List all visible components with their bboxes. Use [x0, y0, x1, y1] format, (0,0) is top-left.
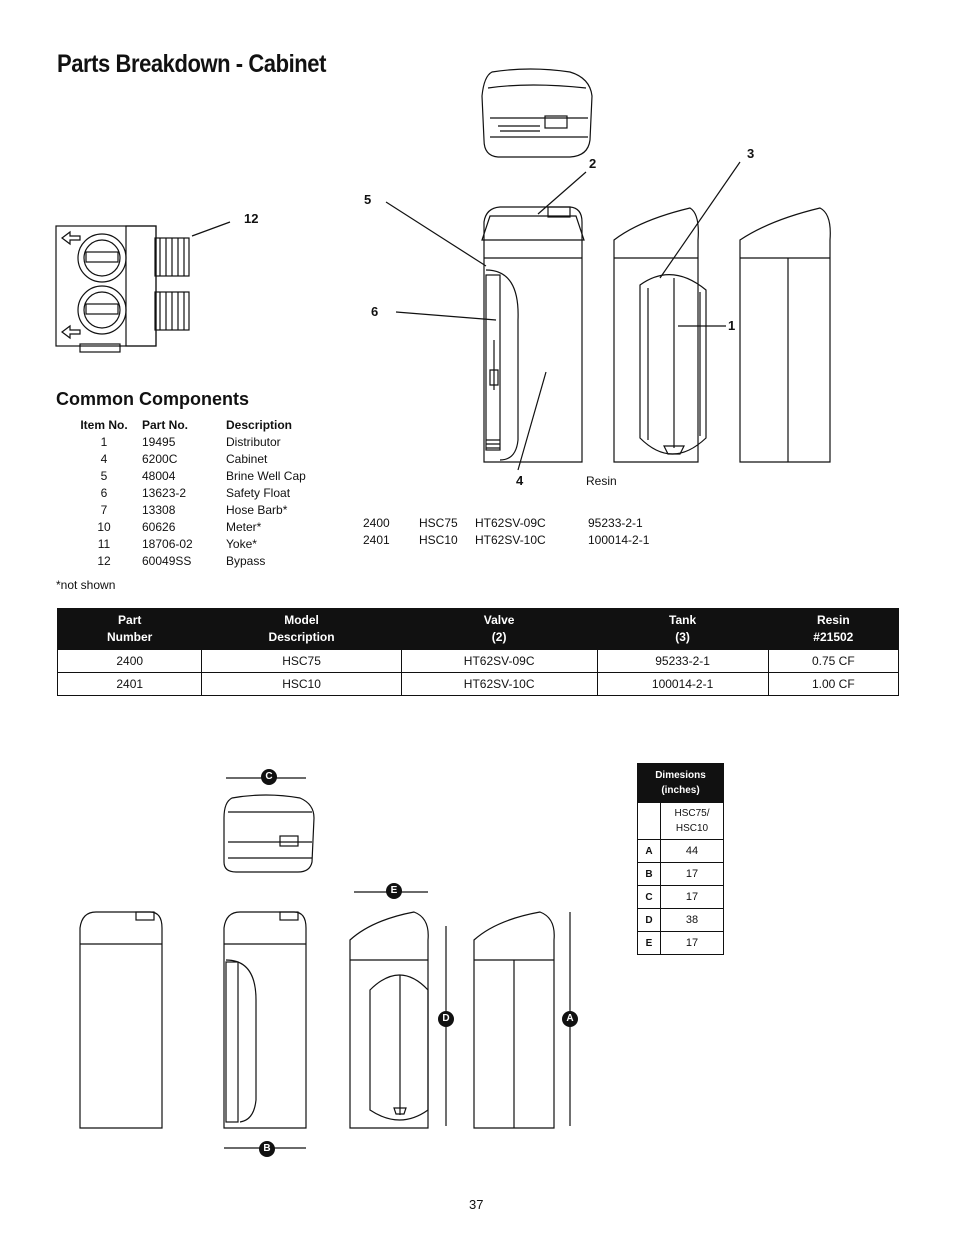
model-list: 2400 HSC75 HT62SV-09C 95233-2-1 2401 HSC…	[363, 514, 649, 548]
cabinet-side	[739, 207, 831, 463]
column-header: Valve(2)	[400, 608, 598, 650]
dimension-badge-c: C	[261, 769, 277, 785]
dimension-badge-e: E	[386, 883, 402, 899]
callout-1: 1	[728, 318, 736, 333]
page-title: Parts Breakdown - Cabinet	[57, 50, 326, 78]
list-item: 2401 HSC10 HT62SV-10C 100014-2-1	[363, 532, 650, 547]
column-header: Dimesions(inches)	[637, 763, 724, 803]
bypass-illustration	[55, 225, 190, 353]
callout-2: 2	[589, 156, 597, 171]
column-header: Item No.	[80, 417, 128, 432]
column-header: Part No.	[142, 417, 189, 432]
common-components-heading: Common Components	[56, 389, 249, 409]
column-header: Tank(3)	[596, 608, 769, 650]
footnote: *not shown	[56, 578, 116, 592]
cabinet-cutaway-front	[481, 206, 585, 463]
cabinet-bottom-2	[223, 911, 307, 1149]
dimension-badge-d: D	[438, 1011, 454, 1027]
callout-resin: Resin	[586, 474, 617, 488]
cabinet-bottom-4	[473, 911, 571, 1129]
callout-5: 5	[364, 192, 372, 207]
lid-illustration-bottom	[223, 777, 315, 873]
callout-4: 4	[516, 473, 524, 488]
table-row: 2401 HSC10 HT62SV-10C 100014-2-1 1.00 CF	[56, 672, 900, 696]
lid-illustration-top	[481, 68, 593, 158]
cabinet-cutaway-tank	[613, 207, 707, 463]
callout-3: 3	[747, 146, 755, 161]
callout-12: 12	[244, 211, 259, 226]
list-item: 2400 HSC75 HT62SV-09C 95233-2-1	[363, 515, 643, 530]
column-header: Description	[226, 417, 293, 432]
cabinet-bottom-3	[349, 891, 447, 1129]
table-row: HSC75/HSC10	[637, 802, 724, 840]
table-row: 2400 HSC75 HT62SV-09C 95233-2-1 0.75 CF	[56, 649, 900, 673]
callout-6: 6	[371, 304, 379, 319]
page-number: 37	[469, 1197, 484, 1212]
dimension-badge-a: A	[562, 1011, 578, 1027]
column-header: Resin#21502	[767, 608, 900, 650]
dimension-badge-b: B	[259, 1141, 275, 1157]
cabinet-bottom-1	[79, 911, 163, 1129]
leader-lines	[191, 161, 741, 471]
